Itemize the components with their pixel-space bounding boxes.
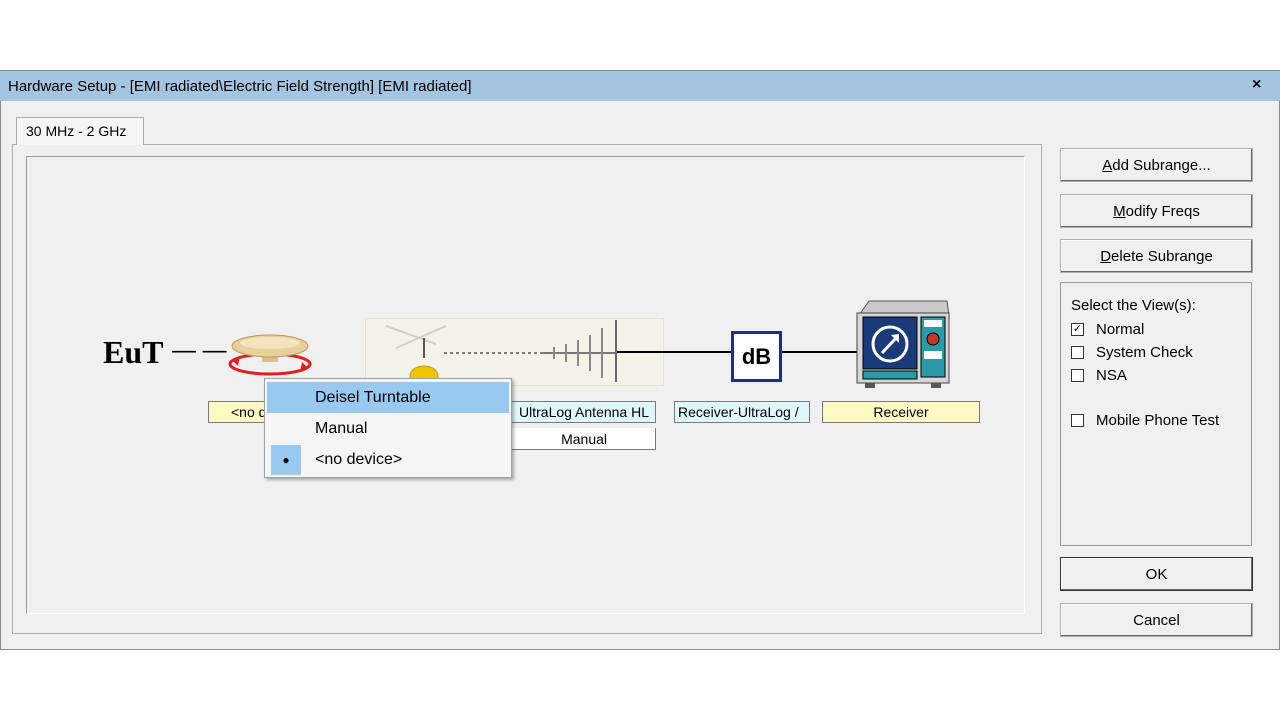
view-nsa-option[interactable]: NSA — [1071, 367, 1127, 384]
antenna-control-field[interactable]: Manual — [508, 428, 656, 450]
window-title: Hardware Setup - [EMI radiated\Electric … — [8, 78, 472, 95]
cable-device-field[interactable]: Receiver-UltraLog / — [674, 401, 810, 423]
views-heading: Select the View(s): — [1071, 297, 1196, 314]
antenna-base-icon — [409, 365, 439, 380]
eut-connector: — — — [172, 337, 227, 364]
antenna-device-field[interactable]: UltraLog Antenna HL — [508, 401, 656, 423]
checkbox-icon[interactable] — [1071, 346, 1084, 359]
accel-key: D — [1100, 247, 1112, 265]
option-label: Normal — [1096, 321, 1145, 338]
cancel-button[interactable]: Cancel — [1060, 603, 1253, 637]
accel-key: A — [1102, 156, 1113, 174]
menu-item-manual[interactable]: Manual — [267, 413, 509, 444]
checkbox-icon[interactable] — [1071, 414, 1084, 427]
receiver-icon[interactable] — [855, 299, 953, 389]
turntable-icon[interactable] — [226, 330, 318, 380]
button-label: elete Subrange — [1111, 247, 1213, 265]
menu-item-deisel-turntable[interactable]: Deisel Turntable — [267, 382, 509, 413]
menu-item-label: Manual — [315, 419, 368, 437]
device-context-menu: Deisel Turntable Manual ● <no device> — [264, 378, 512, 478]
menu-item-no-device[interactable]: ● <no device> — [267, 444, 509, 475]
menu-item-label: <no device> — [315, 450, 403, 468]
option-label: NSA — [1096, 367, 1127, 384]
button-label: odify Freqs — [1125, 202, 1200, 220]
checkbox-checked-icon[interactable]: ✓ — [1071, 323, 1084, 336]
attenuator-icon[interactable]: dB — [731, 331, 782, 382]
button-label: dd Subrange... — [1112, 156, 1211, 174]
eut-label: EuT — [103, 334, 164, 370]
turntable-device-field[interactable]: <no d — [208, 401, 266, 423]
accel-key: M — [1113, 202, 1126, 220]
radio-bullet-icon: ● — [271, 444, 301, 475]
close-icon[interactable]: × — [1252, 76, 1262, 93]
view-normal-option[interactable]: ✓ Normal — [1071, 321, 1144, 338]
cable-line-receiver — [782, 351, 858, 353]
menu-item-label: Deisel Turntable — [315, 388, 431, 406]
cable-line — [617, 351, 731, 353]
view-system-check-option[interactable]: System Check — [1071, 344, 1193, 361]
title-bar[interactable] — [0, 71, 1280, 101]
antenna-icon[interactable] — [366, 318, 662, 384]
option-label: System Check — [1096, 344, 1193, 361]
mobile-phone-test-option[interactable]: Mobile Phone Test — [1071, 412, 1219, 429]
receiver-device-field[interactable]: Receiver — [822, 401, 980, 423]
ok-button[interactable]: OK — [1060, 557, 1253, 591]
views-group — [1060, 282, 1252, 546]
checkbox-icon[interactable] — [1071, 369, 1084, 382]
option-label: Mobile Phone Test — [1096, 412, 1220, 429]
tab-30mhz-2ghz[interactable]: 30 MHz - 2 GHz — [16, 117, 144, 145]
